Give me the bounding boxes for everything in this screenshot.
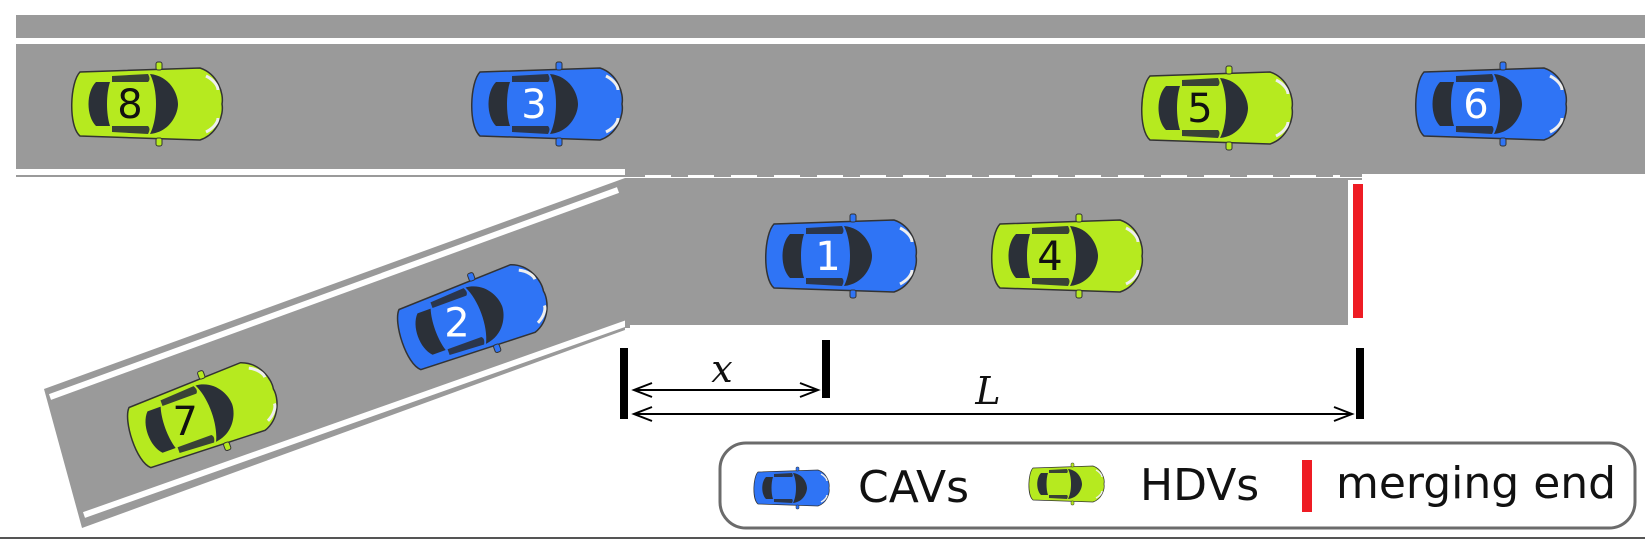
vehicle-number: 3 <box>521 82 546 128</box>
vehicle-number: 6 <box>1463 82 1488 128</box>
dimension-markers: x L <box>620 340 1364 422</box>
vehicle-hdv-7: 7 <box>116 347 290 482</box>
vehicle-cav-3: 3 <box>470 60 624 148</box>
legend: CAVs HDVs merging end <box>718 441 1637 530</box>
legend-cav-label: CAVs <box>858 462 969 513</box>
main-road <box>16 15 1645 181</box>
dimension-L-label: L <box>974 369 1000 413</box>
on-ramp <box>44 178 631 528</box>
vehicle-hdv-8: 8 <box>70 60 224 148</box>
vehicle-number: 7 <box>172 399 197 445</box>
vehicle-cav-2: 2 <box>386 249 560 384</box>
vehicle-hdv-4: 4 <box>990 212 1144 300</box>
legend-hdv-icon <box>1028 462 1105 506</box>
vehicle-number: 8 <box>117 82 142 128</box>
vehicle-number: 4 <box>1037 234 1062 280</box>
vehicle-hdv-5: 5 <box>1140 64 1294 152</box>
vehicles: 8 3 5 6 1 4 2 7 <box>70 60 1568 482</box>
legend-cav-icon <box>753 466 830 510</box>
dimension-x-label: x <box>711 347 732 391</box>
legend-merging-end-label: merging end <box>1336 458 1616 509</box>
vehicle-number: 1 <box>815 234 840 280</box>
legend-hdv-label: HDVs <box>1140 460 1259 511</box>
legend-box <box>718 441 1637 530</box>
legend-merging-end-icon <box>1302 460 1312 512</box>
vehicle-number: 5 <box>1187 86 1212 132</box>
merging-end-marker <box>1353 184 1363 318</box>
vehicle-number: 2 <box>444 300 469 346</box>
vehicle-cav-1: 1 <box>764 212 918 300</box>
vehicle-cav-6: 6 <box>1414 60 1568 148</box>
